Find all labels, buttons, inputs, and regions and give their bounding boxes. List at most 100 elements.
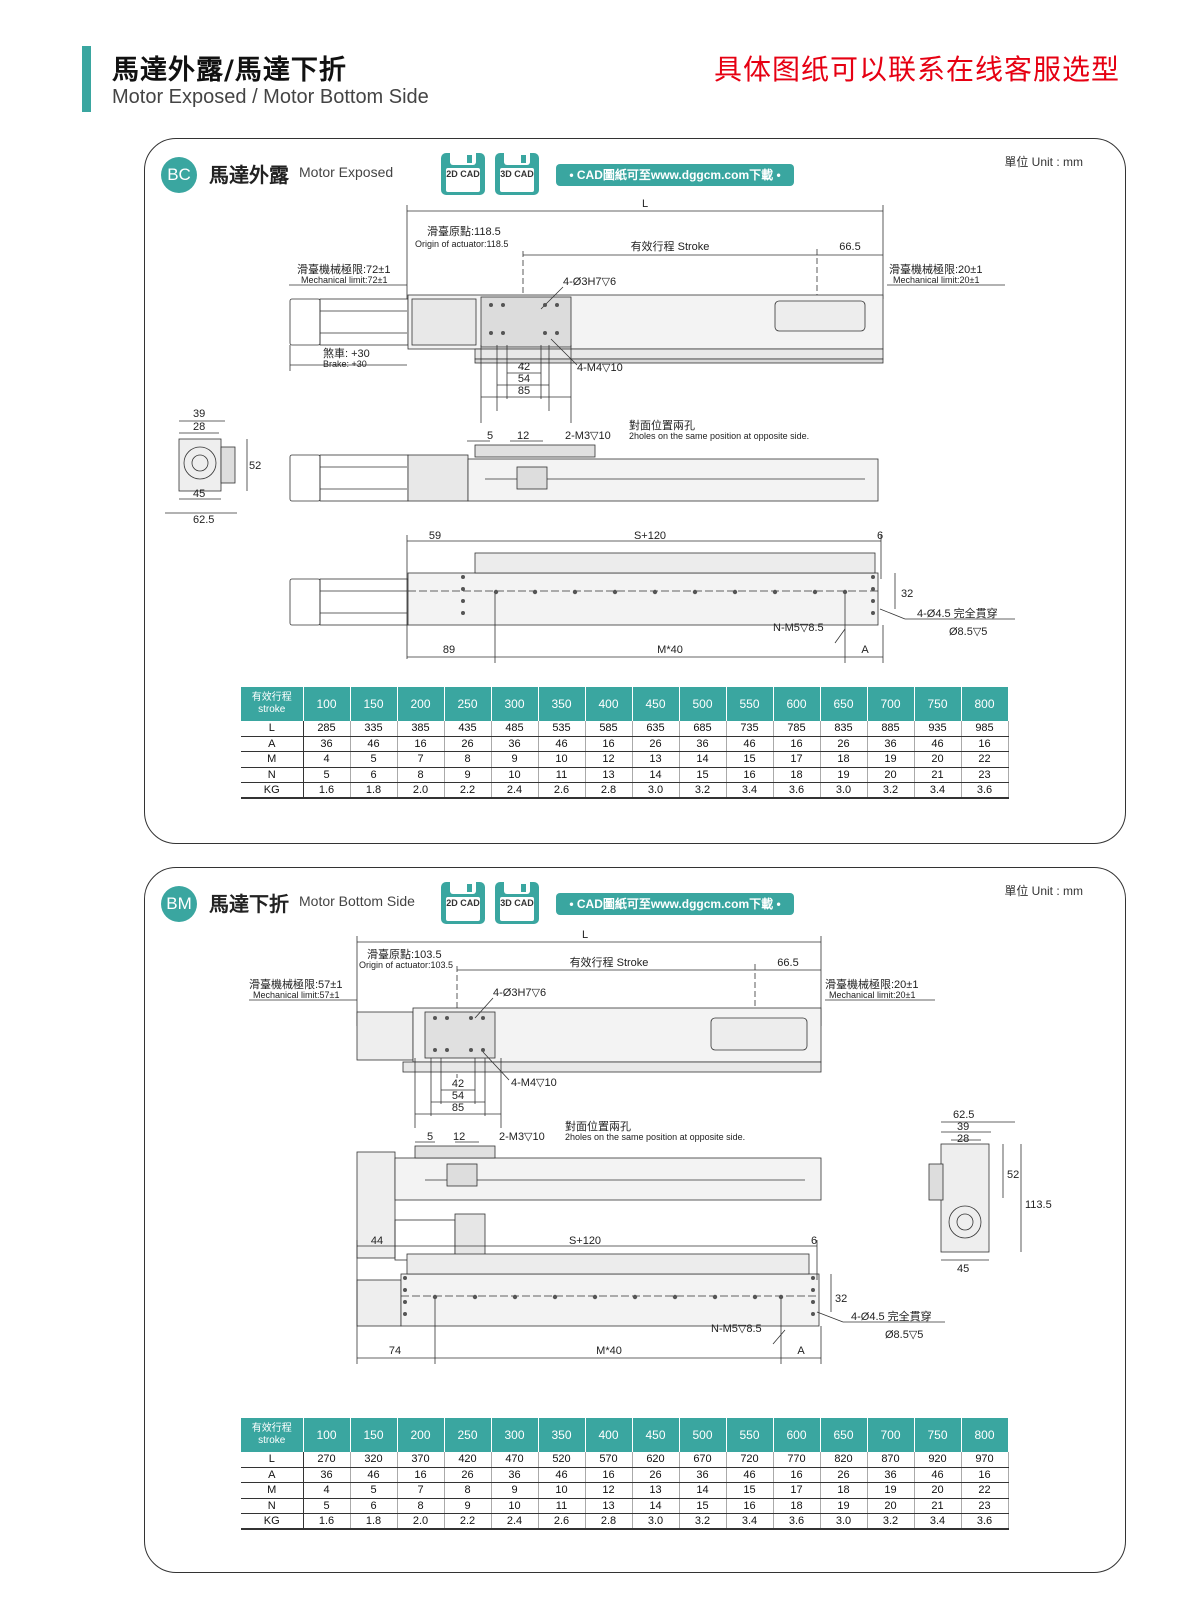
dim-52: 52 [1007, 1169, 1019, 1181]
cad-2d-download-icon[interactable]: 2D CAD [441, 882, 485, 924]
stroke-col: 400 [585, 1418, 633, 1452]
drawing-motor-exposed: L 滑臺原點:118.5 Origin of actuator:118.5 有效… [165, 198, 1015, 663]
table-cell: 11 [538, 767, 586, 784]
mech-limit-right: 滑臺機械極限:20±1 [889, 262, 982, 276]
dim-A: A [861, 644, 869, 656]
thru-hole-label: 4-Ø4.5 完全貫穿 [917, 606, 998, 620]
cad-3d-download-icon[interactable]: 3D CAD [495, 882, 539, 924]
stroke-col: 550 [726, 1418, 774, 1452]
section-badge: BC [161, 157, 197, 193]
table-cell: 835 [820, 721, 868, 737]
table-cell: 635 [632, 721, 680, 737]
row-label: KG [241, 1513, 304, 1530]
table-cell: 3.2 [867, 782, 915, 799]
dim-85: 85 [518, 385, 530, 397]
table-cell: 3.6 [773, 782, 821, 799]
table-cell: 10 [538, 1482, 586, 1499]
table-cell: 870 [867, 1452, 915, 1468]
dim-28: 28 [957, 1133, 969, 1145]
dim-39: 39 [957, 1121, 969, 1133]
table-cell: 36 [679, 1467, 727, 1484]
unit-label: 單位 Unit : mm [1004, 884, 1083, 898]
dim-A: A [797, 1345, 805, 1357]
contact-note: 具体图纸可以联系在线客服选型 [713, 53, 1120, 86]
mech-limit-right: 滑臺機械極限:20±1 [825, 977, 918, 991]
table-cell: 620 [632, 1452, 680, 1468]
table-cell: 335 [350, 721, 398, 737]
table-cell: 46 [914, 1467, 962, 1484]
cad-3d-download-icon[interactable]: 3D CAD [495, 153, 539, 195]
m4-label: 4-M4▽10 [577, 362, 623, 374]
table-cell: 14 [679, 1482, 727, 1499]
origin-label: 滑臺原點:118.5 [427, 224, 501, 238]
table-cell: 985 [961, 721, 1009, 737]
table-cell: 9 [444, 767, 492, 784]
dim-6: 6 [811, 1235, 817, 1247]
cad-download-link[interactable]: • CAD圖紙可至www.dggcm.com下載 • [556, 893, 794, 915]
cad-download-link[interactable]: • CAD圖紙可至www.dggcm.com下載 • [556, 164, 794, 186]
table-cell: 13 [585, 1498, 633, 1515]
section-title: 馬達下折 [209, 892, 289, 916]
table-cell: 3.4 [914, 1513, 962, 1530]
table-cell: 20 [914, 751, 962, 768]
table-cell: 585 [585, 721, 633, 737]
dim-74: 74 [389, 1345, 401, 1357]
nm5-label: N-M5▽8.5 [773, 622, 824, 634]
table-cell: 12 [585, 751, 633, 768]
stroke-header-en: stroke [258, 1435, 286, 1446]
table-cell: 3.0 [632, 782, 680, 799]
table-cell: 11 [538, 1498, 586, 1515]
stroke-col: 550 [726, 687, 774, 721]
table-cell: 36 [867, 736, 915, 753]
dim-39: 39 [193, 408, 205, 420]
table-cell: 4 [303, 1482, 351, 1499]
table-cell: 20 [914, 1482, 962, 1499]
m3-label: 2-M3▽10 [565, 430, 611, 442]
table-cell: 8 [444, 1482, 492, 1499]
row-label: KG [241, 782, 304, 799]
table-cell: 785 [773, 721, 821, 737]
stroke-col: 600 [773, 1418, 821, 1452]
table-cell: 320 [350, 1452, 398, 1468]
table-cell: 5 [350, 1482, 398, 1499]
table-cell: 3.6 [773, 1513, 821, 1530]
table-cell: 26 [444, 736, 492, 753]
table-cell: 3.2 [679, 1513, 727, 1530]
stroke-col: 150 [350, 1418, 398, 1452]
table-cell: 26 [632, 736, 680, 753]
stroke-col: 700 [867, 687, 915, 721]
table-cell: 15 [726, 1482, 774, 1499]
table-cell: 18 [820, 1482, 868, 1499]
stroke-header-cn: 有效行程 [251, 1423, 292, 1434]
stroke-header-en: stroke [258, 704, 286, 715]
table-cell: 2.0 [397, 782, 445, 799]
table-cell: 735 [726, 721, 774, 737]
stroke-col: 600 [773, 687, 821, 721]
origin-label-en: Origin of actuator:118.5 [415, 239, 508, 249]
dim-42: 42 [518, 361, 530, 373]
dim-85: 85 [452, 1102, 464, 1114]
table-cell: 36 [867, 1467, 915, 1484]
stroke-col: 650 [820, 687, 868, 721]
stroke-col: 700 [867, 1418, 915, 1452]
dim-113-5: 113.5 [1025, 1199, 1052, 1211]
table-cell: 46 [538, 736, 586, 753]
thru-hole-label: 4-Ø4.5 完全貫穿 [851, 1309, 932, 1323]
stroke-col: 250 [444, 1418, 492, 1452]
stroke-col: 100 [303, 687, 351, 721]
dim-s120: S+120 [569, 1235, 601, 1247]
stroke-col: 150 [350, 687, 398, 721]
row-label: L [241, 1452, 304, 1468]
mech-limit-left: 滑臺機械極限:57±1 [249, 977, 342, 991]
cad-2d-download-icon[interactable]: 2D CAD [441, 153, 485, 195]
table-cell: 1.8 [350, 1513, 398, 1530]
brake-label: 煞車: +30 [323, 346, 370, 360]
hole-h7-label: 4-Ø3H7▽6 [563, 276, 616, 288]
table-cell: 16 [773, 736, 821, 753]
table-cell: 46 [350, 1467, 398, 1484]
